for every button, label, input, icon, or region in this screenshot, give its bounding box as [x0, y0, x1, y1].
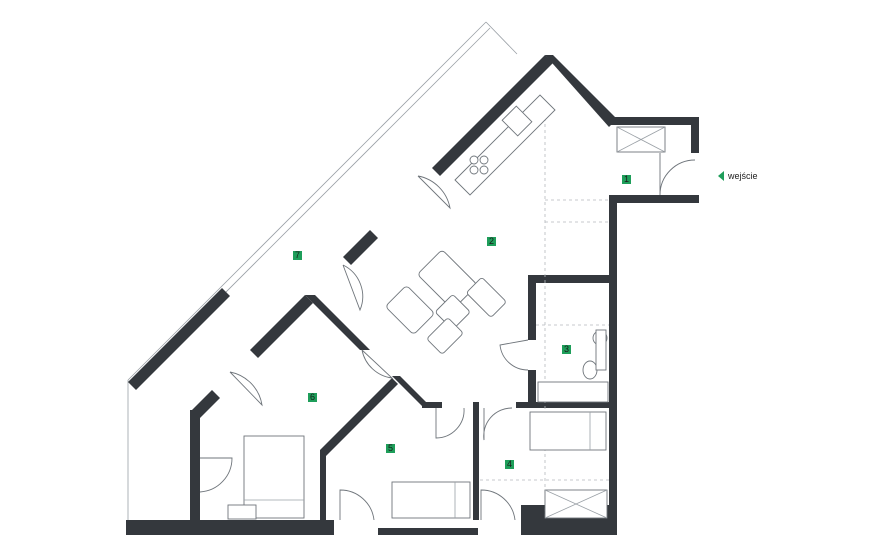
room4-furniture — [529, 411, 608, 519]
room-number-6: 6 — [308, 392, 317, 402]
entrance-label: wejście — [728, 171, 758, 181]
room-number-1: 1 — [622, 174, 631, 184]
room-number-4: 4 — [505, 459, 514, 469]
room-number-3: 3 — [562, 344, 571, 354]
bathroom-fixtures — [537, 329, 609, 403]
walls — [126, 55, 699, 535]
entrance-arrow-icon — [718, 171, 724, 181]
doors — [199, 153, 696, 521]
room-number-2: 2 — [487, 236, 496, 246]
vestibule-wardrobe — [616, 126, 666, 153]
room6-furniture — [227, 435, 305, 520]
room-number-7: 7 — [293, 250, 302, 260]
sofa-set — [386, 250, 506, 354]
entrance-marker: wejście — [718, 170, 758, 182]
room5-furniture — [391, 481, 471, 519]
room-number-5: 5 — [386, 443, 395, 453]
kitchen-counter — [454, 94, 556, 196]
